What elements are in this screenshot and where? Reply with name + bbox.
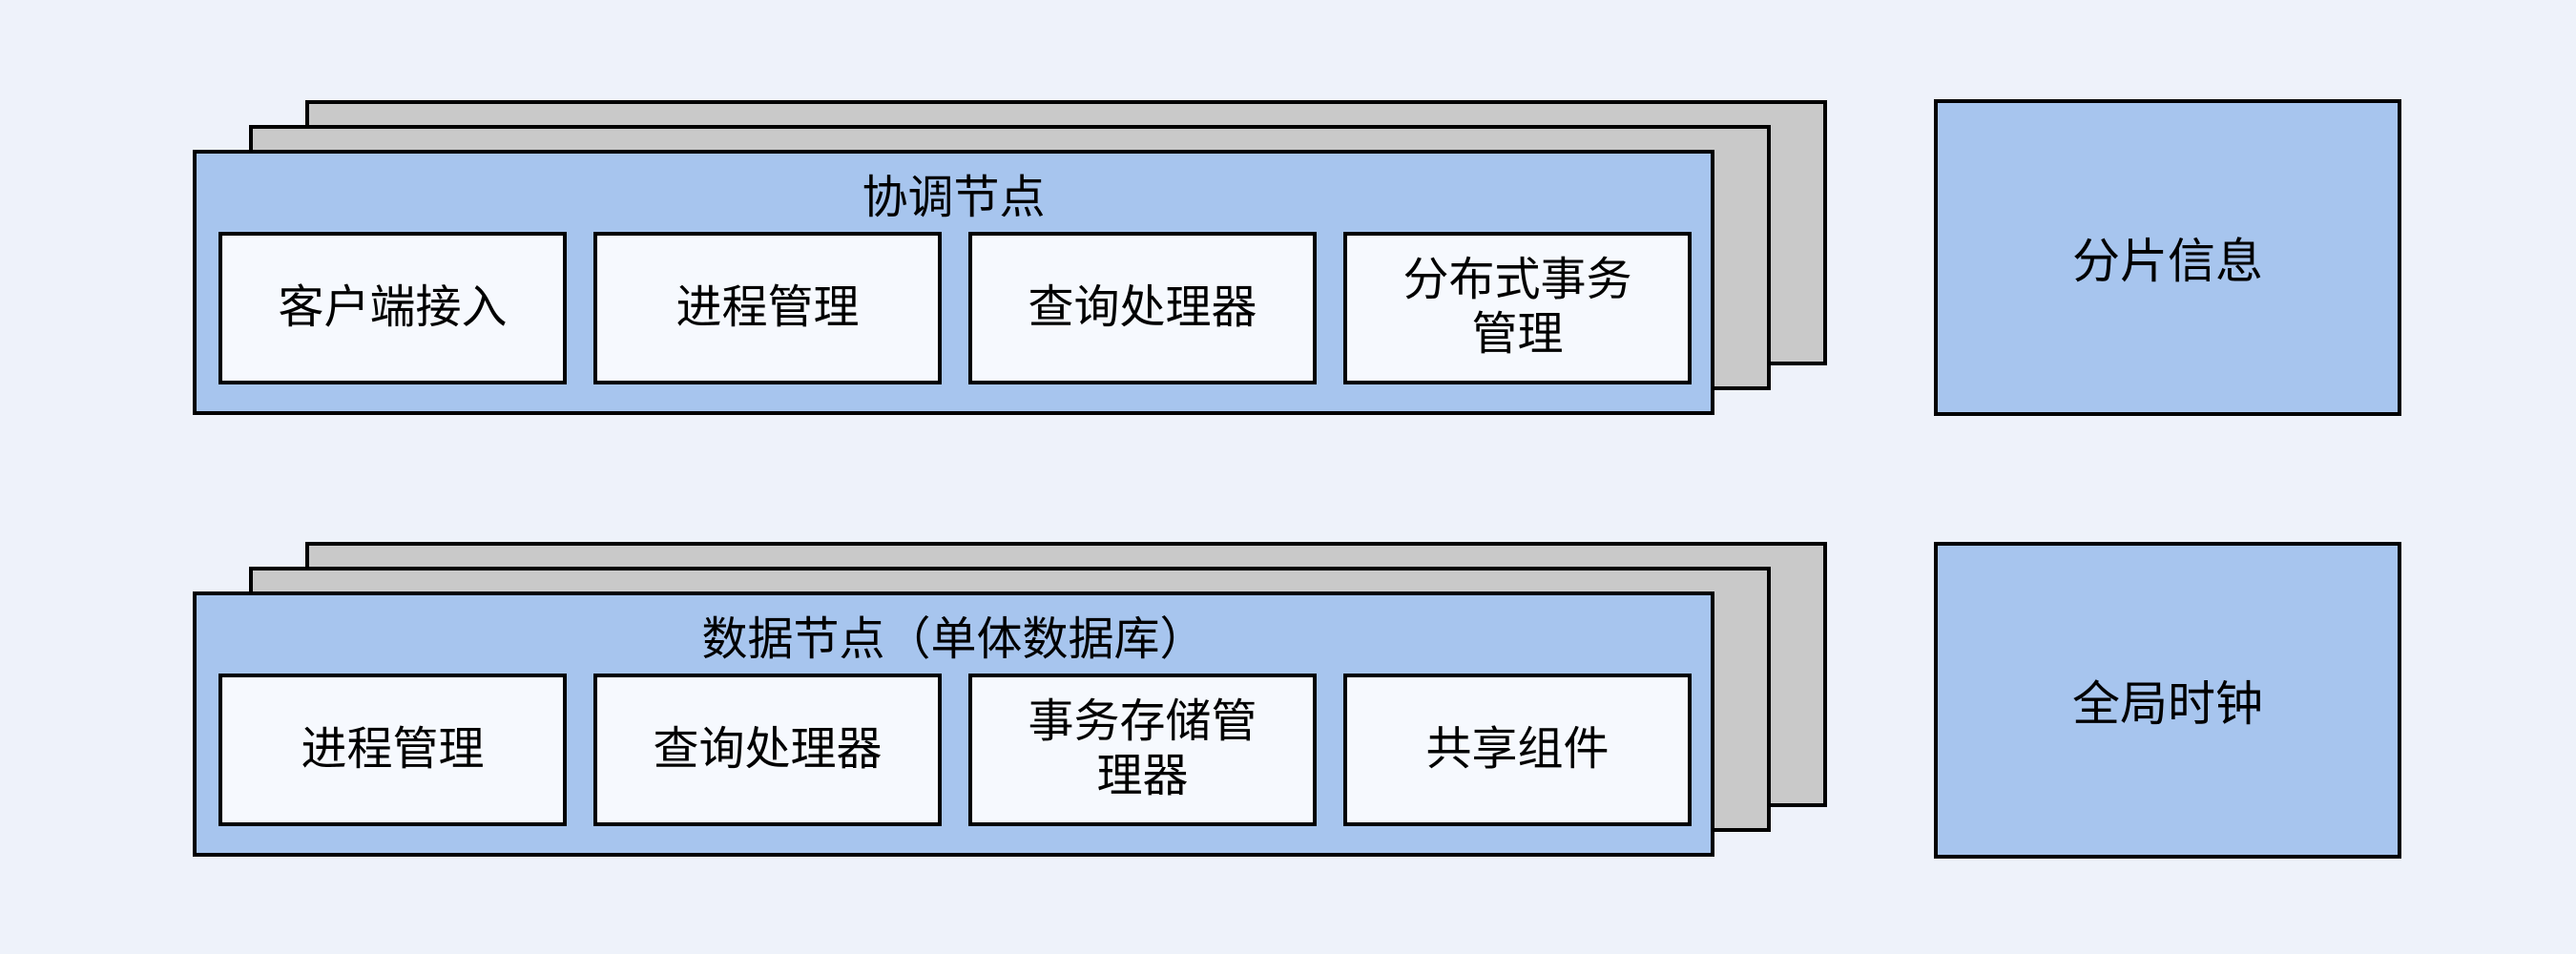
- box-label-line: 共享组件: [1425, 723, 1610, 775]
- component-box-process-management: 进程管理: [593, 232, 942, 384]
- component-box-transaction-storage-manager: 事务存储管 理器: [968, 674, 1317, 826]
- side-box-label: 全局时钟: [2072, 677, 2263, 731]
- box-label-line: 进程管理: [675, 281, 860, 333]
- box-label-line: 进程管理: [301, 723, 485, 775]
- box-label-line: 查询处理器: [1028, 281, 1257, 333]
- component-box-client-access: 客户端接入: [218, 232, 567, 384]
- global-clock-box: 全局时钟: [1934, 542, 2401, 859]
- box-label-line: 理器: [1096, 751, 1189, 801]
- component-box-query-processor: 查询处理器: [968, 232, 1317, 384]
- data-node-card-title: 数据节点（单体数据库）: [701, 614, 1206, 665]
- box-label-line: 管理: [1471, 309, 1564, 360]
- component-box-shared-components: 共享组件: [1343, 674, 1692, 826]
- coordinator-card-title: 协调节点: [862, 173, 1046, 223]
- shard-info-box: 分片信息: [1934, 99, 2401, 416]
- side-box-label: 分片信息: [2072, 235, 2263, 288]
- component-box-distributed-transaction-management: 分布式事务 管理: [1343, 232, 1692, 384]
- coordinator-card: 协调节点 客户端接入 进程管理 查询处理器 分布式事务 管理: [193, 150, 1714, 415]
- box-label-line: 查询处理器: [653, 723, 883, 775]
- box-label-line: 事务存储管: [1028, 696, 1257, 748]
- box-label-line: 分布式事务: [1402, 255, 1632, 306]
- component-box-query-processor-data-node: 查询处理器: [593, 674, 942, 826]
- box-label-line: 客户端接入: [278, 281, 508, 333]
- data-node-card: 数据节点（单体数据库） 进程管理 查询处理器 事务存储管 理器 共享组件: [193, 591, 1714, 857]
- component-box-process-management-data-node: 进程管理: [218, 674, 567, 826]
